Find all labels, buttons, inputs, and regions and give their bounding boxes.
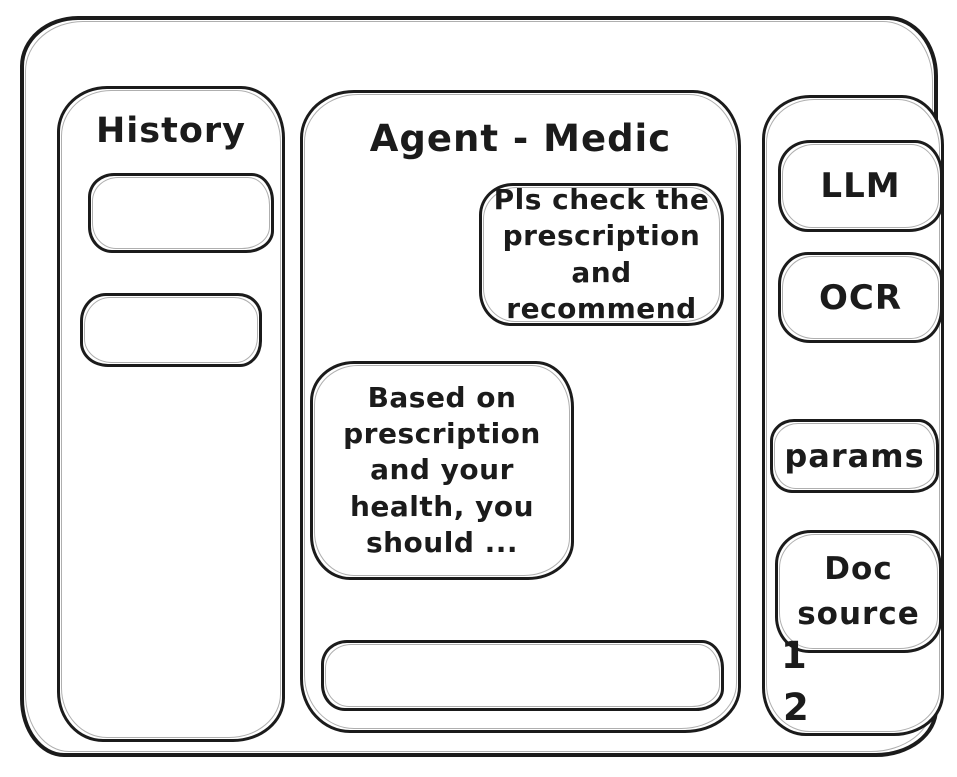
llm-button[interactable]: LLM bbox=[778, 140, 943, 232]
tools-panel: LLM OCR params Doc source 1 2 bbox=[762, 95, 944, 736]
chat-title: Agent - Medic bbox=[369, 117, 672, 160]
user-message-bubble: Pls check the prescription and recommend bbox=[479, 183, 724, 326]
history-title: History bbox=[96, 111, 246, 151]
app-frame: History Agent - Medic Pls check the pres… bbox=[20, 16, 944, 757]
chat-input[interactable] bbox=[321, 640, 724, 711]
history-panel: History bbox=[57, 86, 285, 742]
ocr-button[interactable]: OCR bbox=[778, 252, 943, 343]
chat-panel: Agent - Medic Pls check the prescription… bbox=[300, 90, 741, 733]
history-item[interactable] bbox=[88, 173, 274, 253]
doc-source-button[interactable]: Doc source bbox=[775, 530, 942, 653]
history-item[interactable] bbox=[80, 293, 262, 367]
assistant-message-bubble: Based on prescription and your health, y… bbox=[310, 361, 574, 580]
annotation-number-2: 2 bbox=[783, 686, 809, 729]
annotation-number-1: 1 bbox=[781, 634, 807, 677]
params-button[interactable]: params bbox=[770, 419, 939, 493]
